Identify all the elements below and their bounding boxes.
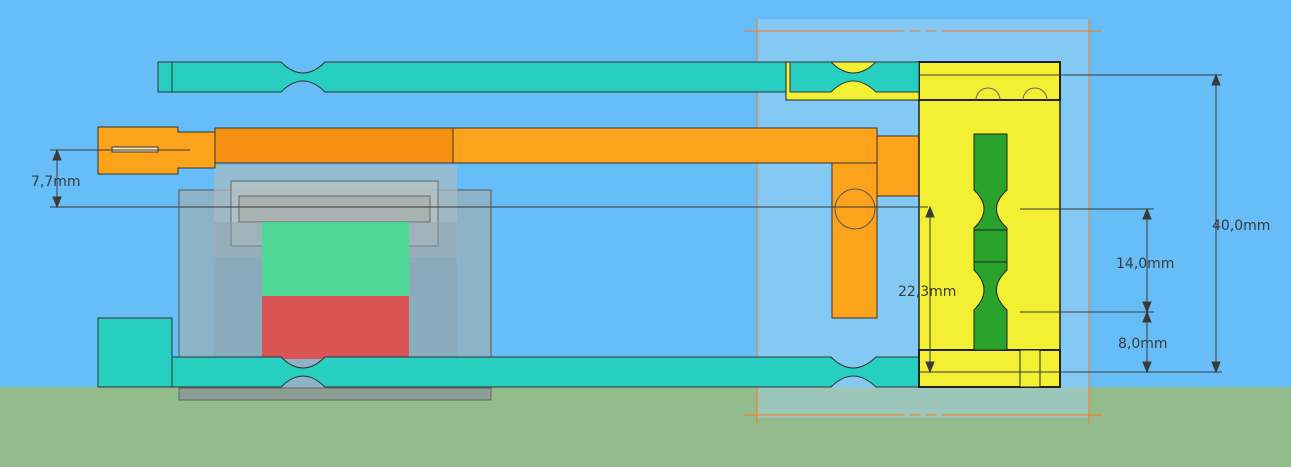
dim-total-height: 40,0mm xyxy=(1212,218,1270,234)
dimension-lines xyxy=(50,73,1222,374)
housing-inner-wall xyxy=(214,222,262,359)
magnet-red-section xyxy=(262,296,409,359)
upper-teal-beam xyxy=(157,61,837,93)
magnet-green-section xyxy=(262,222,409,298)
dim-lower-gap: 8,0mm xyxy=(1118,336,1168,352)
housing-inner-wall-right xyxy=(409,222,457,359)
dim-left-offset: 7,7mm xyxy=(31,174,81,190)
upper-beam-end xyxy=(789,61,920,93)
green-flexure xyxy=(973,133,1008,351)
clamp-holes xyxy=(975,87,1048,101)
dim-upper-gap: 14,0mm xyxy=(1116,256,1174,272)
dim-center-height: 22,3mm xyxy=(898,284,956,300)
orange-lever-arm xyxy=(97,126,975,319)
